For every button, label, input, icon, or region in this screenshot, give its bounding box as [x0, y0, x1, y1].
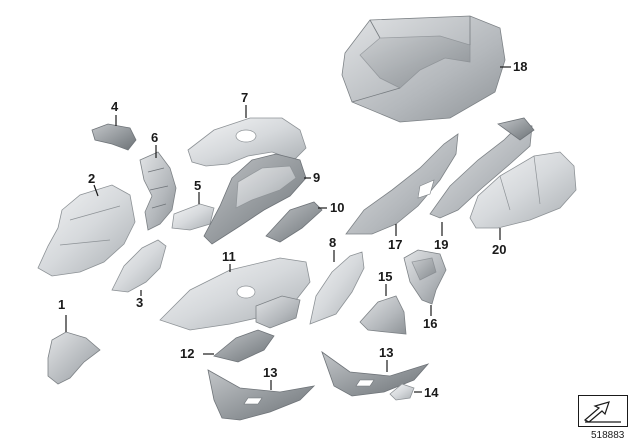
part-15-bracket[interactable] [359, 295, 407, 335]
callout-11[interactable]: 11 [222, 249, 236, 264]
part-1-front-piece[interactable] [47, 331, 101, 385]
callout-10[interactable]: 10 [330, 200, 345, 215]
part-3-lower-panel[interactable] [111, 239, 167, 293]
part-20-side-case[interactable] [469, 151, 577, 229]
callout-9[interactable]: 9 [313, 170, 321, 185]
part-4-trim[interactable] [91, 123, 137, 151]
callout-6[interactable]: 6 [151, 130, 159, 145]
part-8-side-panel[interactable] [309, 251, 365, 325]
part-11-main-side-cover[interactable] [159, 257, 311, 331]
part-10-strip[interactable] [265, 201, 323, 243]
part-13-lower-cover-left[interactable] [207, 369, 316, 421]
callout-7[interactable]: 7 [241, 90, 249, 105]
callout-20[interactable]: 20 [492, 242, 507, 257]
part-9-side-fairing[interactable] [203, 153, 307, 245]
callout-17[interactable]: 17 [388, 237, 403, 252]
callout-1[interactable]: 1 [58, 297, 66, 312]
diagram-symbol-icon [578, 395, 628, 427]
part-17-long-side-panel[interactable] [345, 133, 459, 235]
part-5-plate[interactable] [171, 203, 215, 231]
arrow-shape-icon [583, 401, 621, 423]
callout-16[interactable]: 16 [423, 316, 438, 331]
part-6-bracket[interactable] [139, 151, 177, 231]
callout-4[interactable]: 4 [111, 99, 119, 114]
callout-14[interactable]: 14 [424, 385, 439, 400]
callout-3[interactable]: 3 [136, 295, 144, 310]
callout-8[interactable]: 8 [329, 235, 337, 250]
callout-18[interactable]: 18 [513, 59, 528, 74]
part-2-side-panel[interactable] [37, 184, 136, 277]
part-19-side-panel[interactable] [429, 117, 535, 219]
callout-2[interactable]: 2 [88, 171, 96, 186]
part-7-upper-panel[interactable] [187, 117, 307, 167]
part-14-cap[interactable] [389, 383, 415, 401]
callout-19[interactable]: 19 [434, 237, 449, 252]
part-16-bracket[interactable] [403, 249, 447, 305]
reference-number: 518883 [591, 430, 625, 441]
callout-13-left[interactable]: 13 [263, 365, 278, 380]
part-18-top-case[interactable] [341, 15, 506, 123]
callout-12[interactable]: 12 [180, 346, 195, 361]
callout-15[interactable]: 15 [378, 269, 393, 284]
callout-13-right[interactable]: 13 [379, 345, 394, 360]
callout-5[interactable]: 5 [194, 178, 202, 193]
part-12-lower-trim[interactable] [213, 329, 275, 363]
